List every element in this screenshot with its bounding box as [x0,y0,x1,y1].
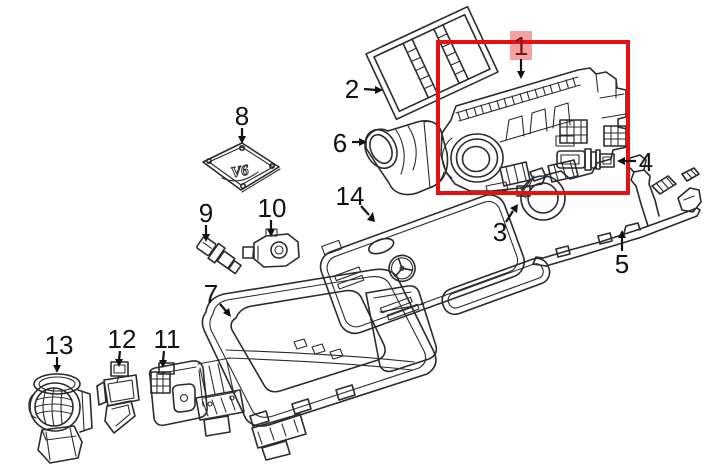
part-8-v6-plate-drawing: V6 [202,142,281,193]
part-13-callout: 13 [45,330,74,373]
part-12-callout: 12 [108,324,137,367]
part-10-callout: 10 [258,193,287,237]
part-8-leader-arrow [238,136,246,144]
part-2-leader-arrow [375,86,383,94]
part-12-bracket-drawing [96,361,140,434]
mercedes-star-logo [388,254,416,283]
part-13-throttle-body-drawing [28,373,93,464]
part-4-label[interactable]: 4 [639,147,653,177]
part-7-leader-arrow [223,308,231,317]
part-10-label[interactable]: 10 [258,193,287,223]
part-7-callout: 7 [204,279,231,317]
selection-highlight-box [436,40,630,195]
cover-oval-vent [367,237,395,255]
part-8-label[interactable]: 8 [235,101,249,131]
part-3-callout: 3 [493,204,518,247]
part-6-label[interactable]: 6 [333,128,347,158]
part-6-callout: 6 [333,128,367,158]
part-12-label[interactable]: 12 [108,324,137,354]
part-12-leader-arrow [115,359,123,367]
part-9-leader-arrow [202,234,210,242]
part-2-air-filter-element-drawing [365,5,499,121]
part-9-callout: 9 [199,198,213,242]
part-14-leader-arrow [367,212,375,222]
part-13-leader-arrow [53,365,61,373]
part-3-label[interactable]: 3 [493,217,507,247]
part-2-label[interactable]: 2 [345,74,359,104]
part-7-manifold-drawing [195,268,438,461]
part-6-air-duct-drawing [364,120,449,196]
part-1-label[interactable]: 1 [514,31,528,61]
part-9-label[interactable]: 9 [199,198,213,228]
part-1-leader-arrow [517,71,525,79]
part-4-leader-arrow [617,157,625,165]
part-11-callout: 11 [154,324,181,368]
part-14-engine-cover-drawing [319,194,551,335]
callouts: 1 2 3 4 5 6 7 [45,31,653,373]
cover-side-wing [441,257,551,316]
part-10-sensor-drawing [242,228,300,268]
part-11-label[interactable]: 11 [154,324,181,354]
part-5-label[interactable]: 5 [615,249,629,279]
part-11-actuator-drawing [148,360,208,427]
part-7-label[interactable]: 7 [204,279,218,309]
part-10-leader-arrow [267,229,275,237]
part-4-sensor-drawing [556,148,615,171]
part-9-sensor-drawing [196,235,242,275]
part-1-callout: 1 [514,31,528,79]
part-4-callout: 4 [617,147,653,177]
part-8-callout: 8 [235,101,249,144]
part-5-callout: 5 [615,230,629,279]
part-6-leader-arrow [359,138,367,146]
v6-badge: V6 [230,163,251,182]
housing-inlet-port [450,133,504,183]
part-3-leader-arrow [510,204,518,213]
part-11-leader-arrow [159,360,167,368]
part-2-callout: 2 [345,74,383,104]
selected-label-highlight [510,31,532,60]
part-1-air-cleaner-housing-drawing [440,67,628,195]
part-5-leader-arrow [618,230,626,238]
part-14-callout: 14 [336,181,375,222]
part-14-label[interactable]: 14 [336,181,365,211]
part-13-label[interactable]: 13 [45,330,74,360]
